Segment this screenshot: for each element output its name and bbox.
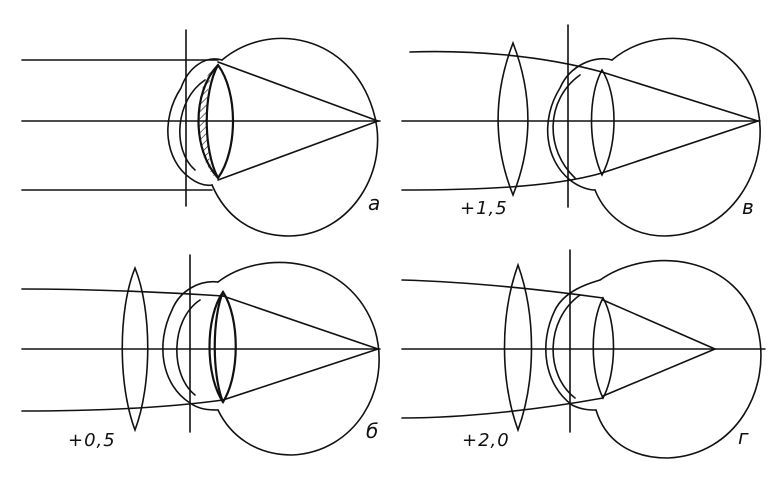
refracted-ray-bottom — [222, 348, 379, 401]
eyeball — [594, 37, 761, 237]
ray-top — [21, 288, 224, 297]
cornea — [544, 279, 601, 411]
lens-power: +2,0 — [462, 430, 510, 451]
cornea — [167, 58, 223, 187]
crystalline-lens — [208, 290, 237, 405]
refracted-ray-top — [217, 61, 379, 122]
crystalline-lens — [592, 296, 615, 400]
refracted-ray-top — [222, 295, 379, 350]
ray-bottom — [21, 399, 224, 412]
eyeball — [217, 261, 380, 456]
panel-label: б — [366, 419, 378, 443]
refracted-ray-bottom — [217, 120, 379, 181]
corrective-lens — [503, 262, 533, 433]
cornea — [162, 281, 219, 411]
inner-globe — [552, 294, 581, 399]
ray-top — [409, 50, 603, 73]
eyeball — [211, 37, 379, 237]
panel-label: в — [742, 195, 754, 219]
corrective-lens — [121, 265, 149, 433]
panel-v: +1,5 в — [401, 24, 761, 237]
panel-label: г — [738, 425, 749, 449]
refracted-ray-top — [601, 71, 759, 122]
corrective-lens — [497, 40, 529, 198]
panel-label: а — [368, 191, 380, 215]
ray-top — [401, 279, 604, 299]
refracted-ray-bottom — [601, 120, 759, 174]
refracted-ray-bottom — [602, 348, 716, 397]
lens-power: +0,5 — [68, 430, 116, 451]
panel-b: +0,5 б — [21, 254, 381, 456]
ray-bottom — [401, 172, 603, 191]
cornea — [546, 58, 613, 191]
inner-globe — [176, 299, 201, 396]
inner-globe — [552, 74, 581, 179]
lens-power: +1,5 — [460, 198, 508, 219]
inner-globe — [179, 79, 206, 171]
lens-front-thick-edge — [213, 291, 225, 403]
ray-bottom — [401, 397, 604, 419]
eyeball — [595, 259, 762, 459]
panel-g: +2,0 г — [401, 249, 766, 459]
panel-a: а — [21, 29, 381, 237]
crystalline-lens — [590, 68, 615, 177]
refracted-ray-top — [602, 299, 716, 350]
